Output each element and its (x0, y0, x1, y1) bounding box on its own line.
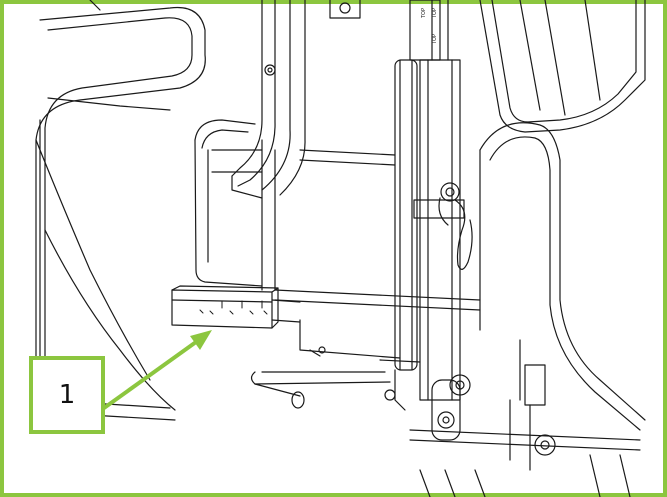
adjustment-bar-with-holes (171, 285, 301, 329)
rail-markings: TOP TOP TOP (421, 8, 438, 45)
right-shell (479, 0, 646, 471)
rail-marking-2: TOP (432, 34, 438, 45)
rail-marking-1: TOP (421, 8, 427, 19)
rail-marking-3: TOP (432, 8, 438, 19)
vertical-upright (394, 0, 461, 441)
foot-bar (250, 371, 391, 409)
callout-label: 1 (58, 380, 76, 410)
callout-box: 1 (29, 356, 105, 434)
center-bracket (194, 119, 396, 291)
callout-arrow (102, 330, 212, 410)
lower-frame (274, 289, 641, 497)
upper-arm-pad (231, 0, 361, 196)
pop-pin-latch (413, 182, 473, 270)
